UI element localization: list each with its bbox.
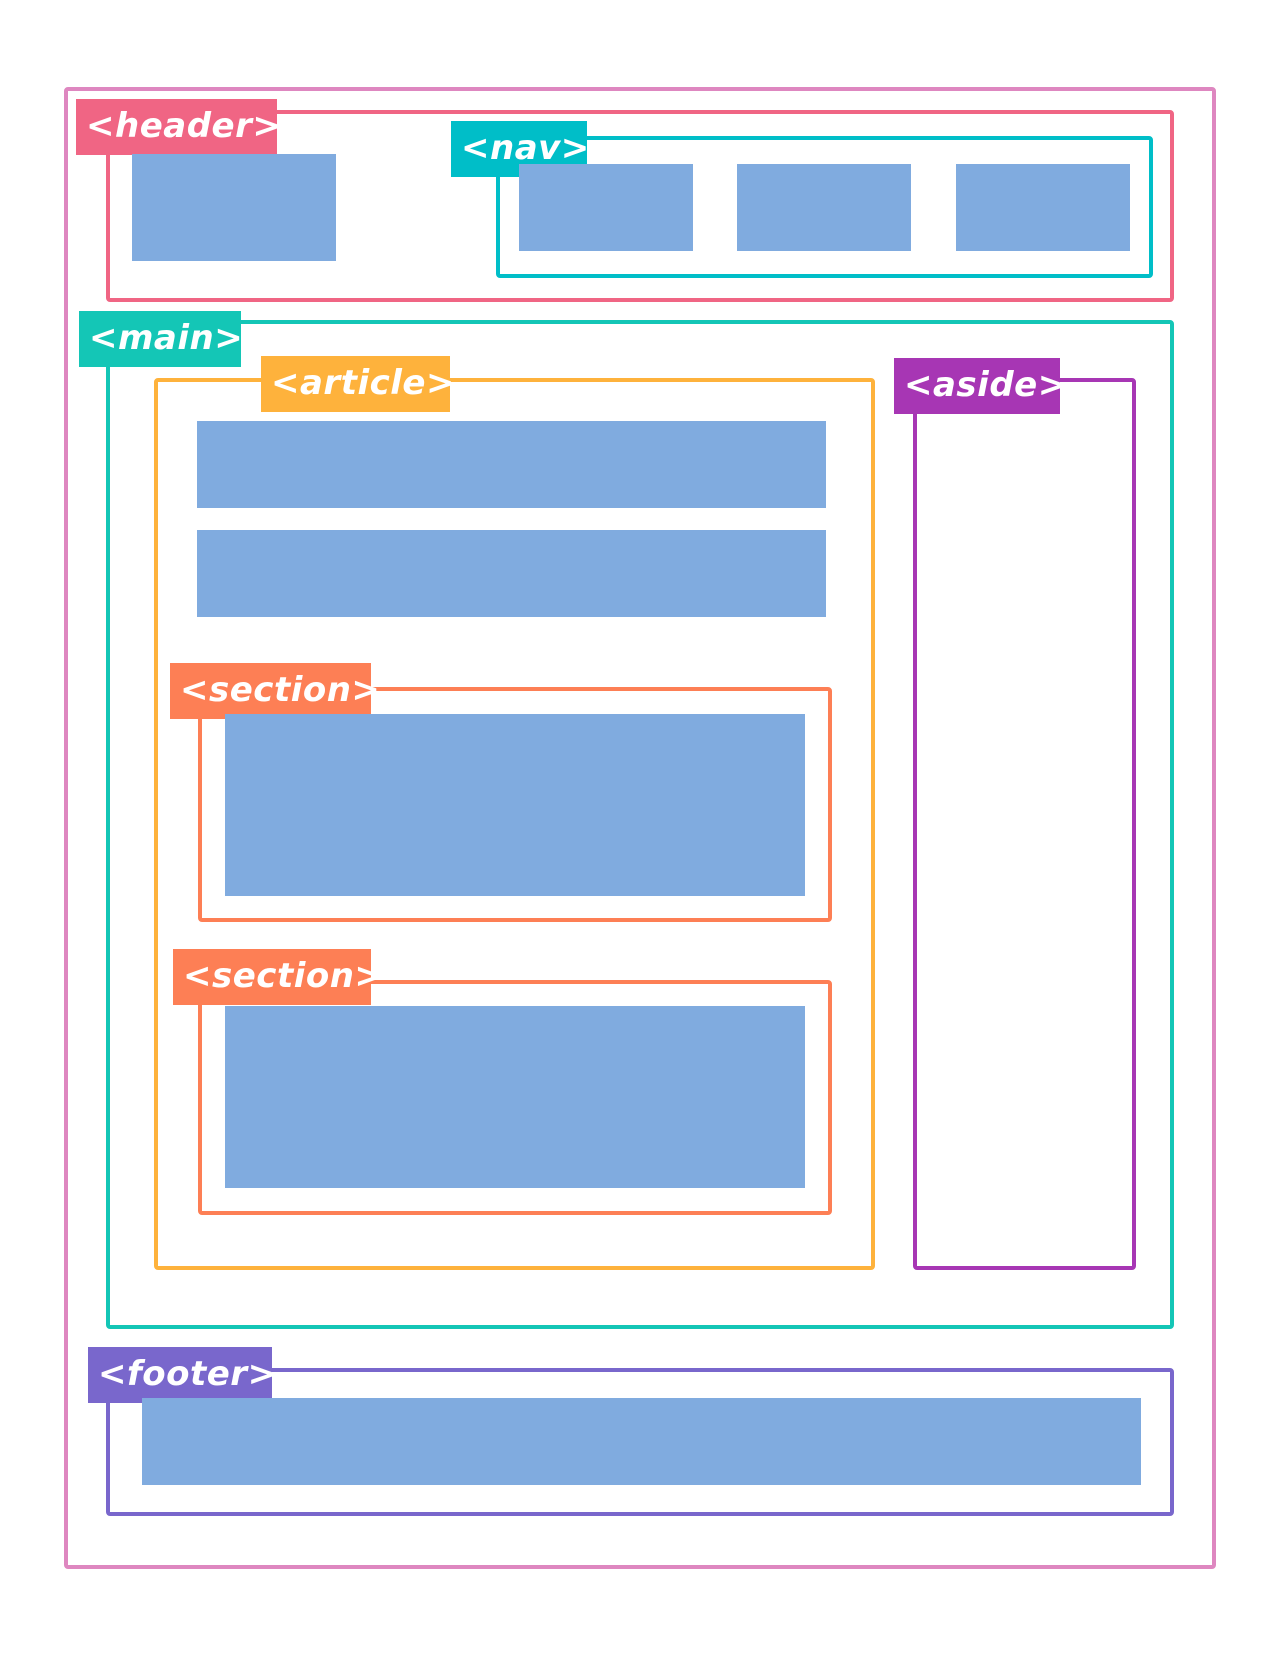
section-content-block-2 <box>225 1006 805 1188</box>
aside-tag: <aside> <box>894 358 1066 414</box>
article-intro-block <box>197 530 826 617</box>
section-content-block-1 <box>225 714 805 896</box>
article-tag: <article> <box>261 356 454 412</box>
article-heading-block <box>197 421 826 508</box>
footer-box <box>106 1368 1174 1516</box>
footer-content-block <box>142 1398 1141 1485</box>
page-frame <box>64 87 1216 1569</box>
footer-tag: <footer> <box>88 1347 276 1403</box>
header-logo-block <box>132 154 336 261</box>
section-box-1 <box>198 687 832 922</box>
header-box <box>106 110 1174 302</box>
nav-item-3 <box>956 164 1130 251</box>
main-box <box>106 320 1174 1329</box>
main-tag: <main> <box>79 311 243 367</box>
header-tag: <header> <box>76 99 281 155</box>
nav-item-1 <box>519 164 693 251</box>
section-tag-1: <section> <box>170 663 380 719</box>
nav-tag: <nav> <box>451 121 589 177</box>
article-box <box>154 378 875 1270</box>
nav-box <box>496 136 1153 278</box>
aside-box <box>913 378 1136 1270</box>
nav-item-2 <box>737 164 911 251</box>
section-tag-2: <section> <box>173 949 383 1005</box>
section-box-2 <box>198 980 832 1215</box>
